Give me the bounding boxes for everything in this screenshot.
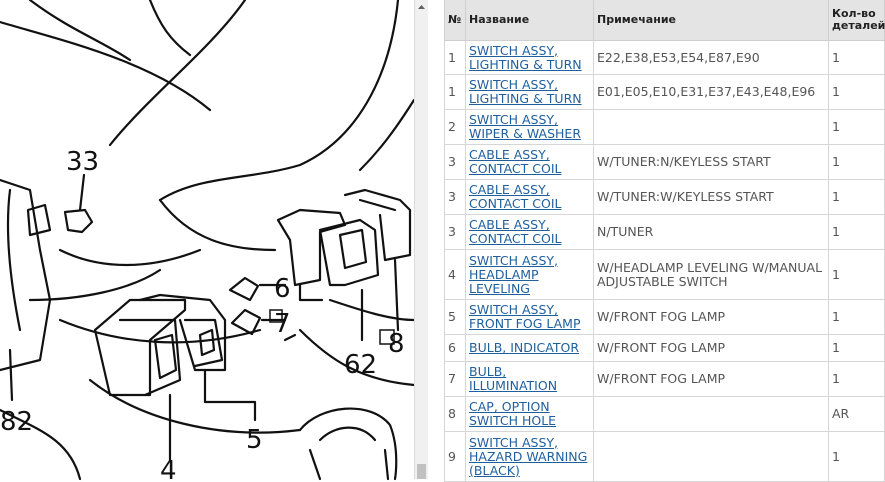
row-qty: 1 bbox=[828, 334, 885, 362]
row-num: 1 bbox=[444, 40, 466, 75]
part-name-link[interactable]: SWITCH ASSY, HEADLAMP LEVELING bbox=[469, 252, 559, 296]
table-row: 9 SWITCH ASSY, HAZARD WARNING (BLACK) 1 bbox=[444, 431, 885, 482]
row-note: W/TUNER:W/KEYLESS START bbox=[593, 179, 829, 215]
table-row: 2 SWITCH ASSY, WIPER & WASHER 1 bbox=[444, 109, 885, 145]
row-note bbox=[593, 396, 829, 432]
table-row: 6 BULB, INDICATOR W/FRONT FOG LAMP 1 bbox=[444, 334, 885, 362]
callout-5: 5 bbox=[246, 425, 263, 455]
row-note bbox=[593, 431, 829, 482]
callout-82: 82 bbox=[0, 407, 33, 437]
row-note: E01,E05,E10,E31,E37,E43,E48,E96 bbox=[593, 74, 829, 110]
row-note: W/TUNER:N/KEYLESS START bbox=[593, 144, 829, 180]
part-name-link[interactable]: CABLE ASSY, CONTACT COIL bbox=[469, 217, 562, 246]
row-qty: 1 bbox=[828, 361, 885, 397]
part-name-link[interactable]: SWITCH ASSY, WIPER & WASHER bbox=[469, 112, 582, 141]
row-note: W/FRONT FOG LAMP bbox=[593, 334, 829, 362]
callout-7: 7 bbox=[274, 309, 291, 339]
row-num: 4 bbox=[444, 249, 466, 300]
header-qty: Кол-во деталей bbox=[828, 0, 885, 41]
table-row: 3 CABLE ASSY, CONTACT COIL W/TUNER:N/KEY… bbox=[444, 144, 885, 180]
diagram-scrollbar[interactable] bbox=[414, 0, 428, 479]
row-num: 2 bbox=[444, 109, 466, 145]
row-num: 3 bbox=[444, 214, 466, 250]
table-row: 1 SWITCH ASSY, LIGHTING & TURN E22,E38,E… bbox=[444, 40, 885, 75]
part-name-link[interactable]: CABLE ASSY, CONTACT COIL bbox=[469, 147, 562, 176]
header-note: Примечание bbox=[593, 0, 829, 41]
part-name-link[interactable]: CABLE ASSY, CONTACT COIL bbox=[469, 182, 562, 211]
row-qty: 1 bbox=[828, 249, 885, 300]
part-name-link[interactable]: CAP, OPTION SWITCH HOLE bbox=[469, 399, 557, 428]
row-qty: 1 bbox=[828, 109, 885, 145]
row-qty: 1 bbox=[828, 431, 885, 482]
row-qty: AR bbox=[828, 396, 885, 432]
row-note bbox=[593, 109, 829, 145]
callout-4: 4 bbox=[160, 456, 177, 482]
row-qty: 1 bbox=[828, 214, 885, 250]
row-num: 3 bbox=[444, 179, 466, 215]
row-qty: 1 bbox=[828, 144, 885, 180]
callout-8: 8 bbox=[388, 329, 405, 359]
table-header-row: № Название Примечание Кол-во деталей bbox=[444, 0, 885, 41]
row-note: E22,E38,E53,E54,E87,E90 bbox=[593, 40, 829, 75]
row-num: 8 bbox=[444, 396, 466, 432]
row-note: W/FRONT FOG LAMP bbox=[593, 361, 829, 397]
part-name-link[interactable]: BULB, ILLUMINATION bbox=[469, 364, 558, 393]
row-num: 1 bbox=[444, 74, 466, 110]
table-row: 8 CAP, OPTION SWITCH HOLE AR bbox=[444, 396, 885, 432]
row-num: 9 bbox=[444, 431, 466, 482]
row-num: 7 bbox=[444, 361, 466, 397]
table-row: 4 SWITCH ASSY, HEADLAMP LEVELING W/HEADL… bbox=[444, 249, 885, 300]
parts-diagram: 33 6 7 62 8 82 5 4 bbox=[0, 0, 416, 482]
header-name: Название bbox=[465, 0, 594, 41]
parts-table-pane: № Название Примечание Кол-во деталей 1 S… bbox=[428, 0, 885, 482]
callout-62: 62 bbox=[344, 350, 377, 380]
row-note: N/TUNER bbox=[593, 214, 829, 250]
part-name-link[interactable]: SWITCH ASSY, LIGHTING & TURN bbox=[469, 77, 582, 106]
callout-6: 6 bbox=[274, 274, 291, 304]
header-num: № bbox=[444, 0, 466, 41]
row-note: W/HEADLAMP LEVELING W/MANUAL ADJUSTABLE … bbox=[593, 249, 829, 300]
row-note: W/FRONT FOG LAMP bbox=[593, 299, 829, 335]
table-row: 1 SWITCH ASSY, LIGHTING & TURN E01,E05,E… bbox=[444, 74, 885, 110]
part-name-link[interactable]: SWITCH ASSY, HAZARD WARNING (BLACK) bbox=[469, 434, 588, 478]
parts-table: № Название Примечание Кол-во деталей 1 S… bbox=[444, 0, 885, 482]
row-num: 3 bbox=[444, 144, 466, 180]
callout-33: 33 bbox=[66, 147, 99, 177]
row-qty: 1 bbox=[828, 299, 885, 335]
table-row: 3 CABLE ASSY, CONTACT COIL W/TUNER:W/KEY… bbox=[444, 179, 885, 215]
table-row: 7 BULB, ILLUMINATION W/FRONT FOG LAMP 1 bbox=[444, 361, 885, 397]
part-name-link[interactable]: SWITCH ASSY, LIGHTING & TURN bbox=[469, 42, 582, 72]
exploded-diagram: 33 6 7 62 8 82 5 4 bbox=[0, 0, 416, 482]
scroll-up-arrow-icon[interactable] bbox=[415, 0, 428, 14]
part-name-link[interactable]: SWITCH ASSY, FRONT FOG LAMP bbox=[469, 302, 581, 331]
row-qty: 1 bbox=[828, 40, 885, 75]
row-num: 6 bbox=[444, 334, 466, 362]
row-qty: 1 bbox=[828, 179, 885, 215]
scroll-thumb[interactable] bbox=[417, 464, 426, 479]
part-name-link[interactable]: BULB, INDICATOR bbox=[469, 340, 580, 355]
row-num: 5 bbox=[444, 299, 466, 335]
row-qty: 1 bbox=[828, 74, 885, 110]
table-row: 5 SWITCH ASSY, FRONT FOG LAMP W/FRONT FO… bbox=[444, 299, 885, 335]
table-row: 3 CABLE ASSY, CONTACT COIL N/TUNER 1 bbox=[444, 214, 885, 250]
